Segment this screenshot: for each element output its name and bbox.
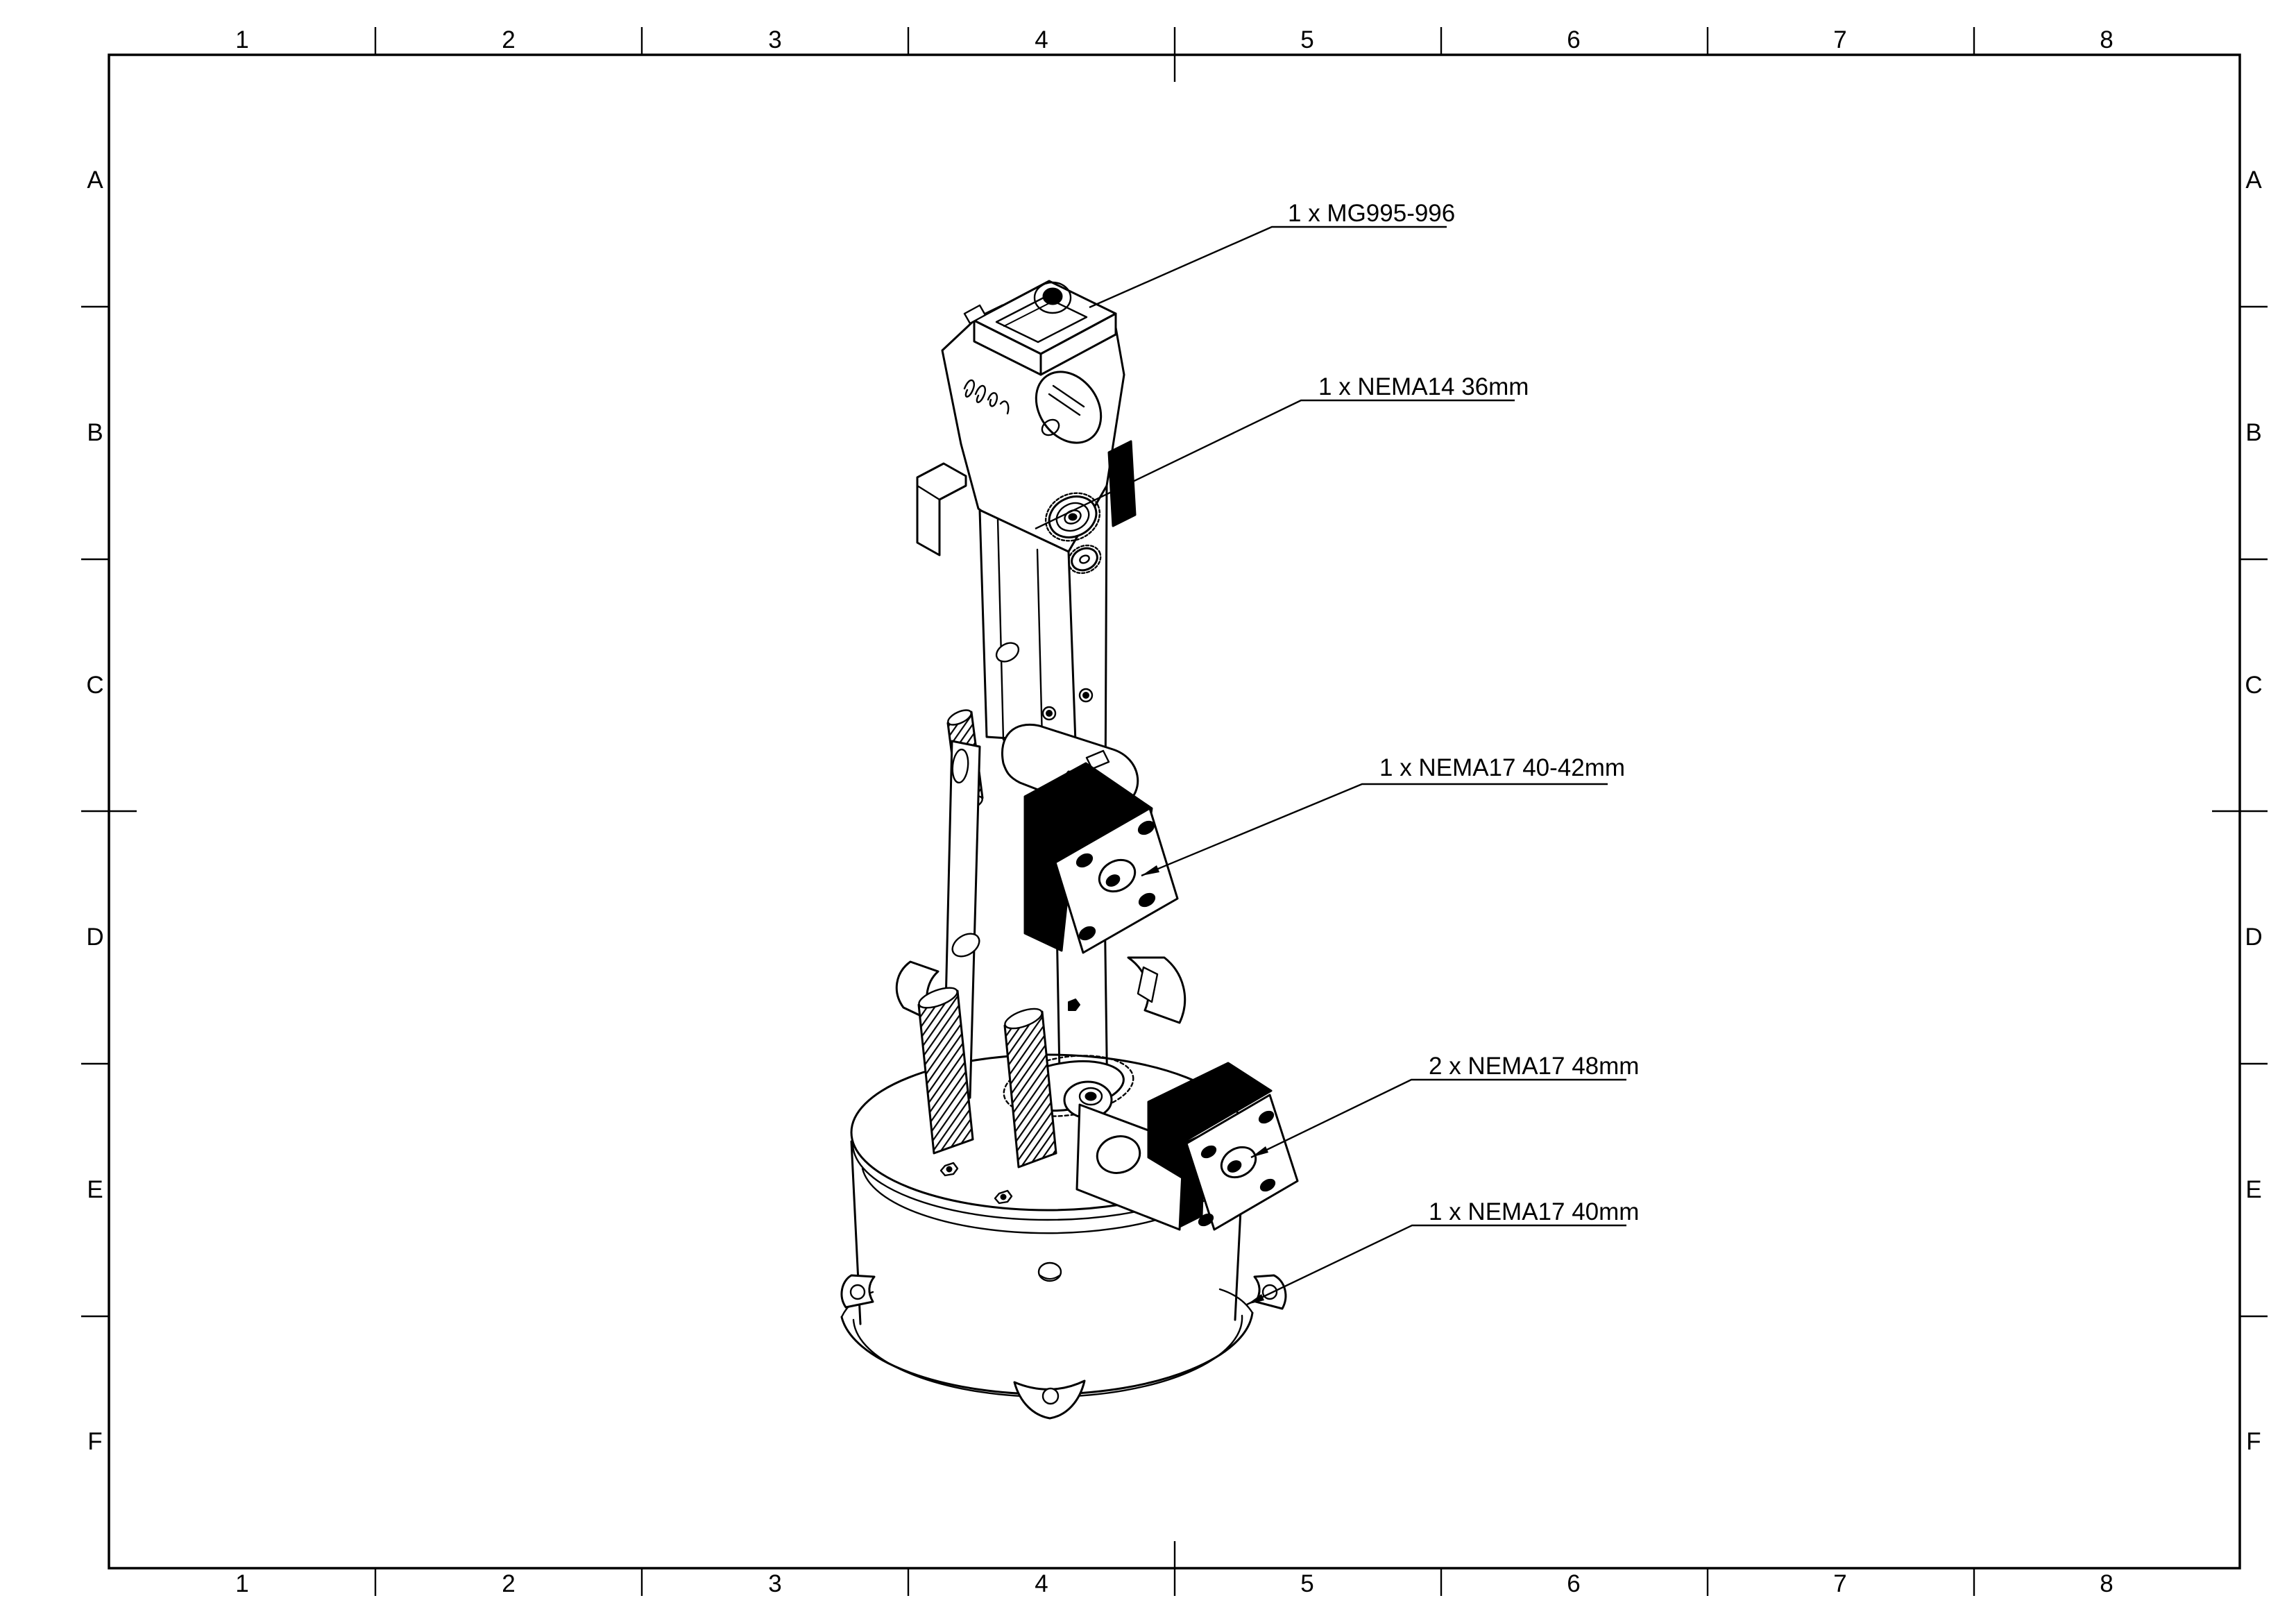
grid-col-label-bottom: 5	[1300, 1570, 1314, 1597]
grid-col-label-bottom: 3	[768, 1570, 782, 1597]
grid-row-label-left: A	[87, 167, 103, 194]
grid-row-label-right: D	[2245, 924, 2263, 951]
grid-col-label-top: 6	[1567, 26, 1581, 53]
nema17-base-motor	[1147, 1062, 1299, 1231]
grid-col-label-top: 8	[2100, 26, 2114, 53]
leader-nema17-40-42	[1141, 783, 1608, 877]
grid-row-label-right: E	[2245, 1176, 2262, 1203]
grid-row-label-right: B	[2245, 419, 2262, 446]
grid-row-label-left: D	[86, 924, 104, 951]
grid-col-label-top: 2	[502, 26, 516, 53]
servo-motor-drawing	[963, 280, 1117, 376]
leader-mg995	[1089, 226, 1447, 309]
grid-col-label-bottom: 4	[1035, 1570, 1048, 1597]
leader-arrowhead	[1141, 865, 1159, 876]
grid-row-label-right: F	[2246, 1428, 2261, 1455]
grid-col-label-bottom: 8	[2100, 1570, 2114, 1597]
leader-nema17-48	[1250, 1078, 1626, 1159]
grid-col-label-top: 3	[768, 26, 782, 53]
callout-mg995-996: 1 x MG995-996	[1288, 200, 1456, 227]
leader-nema17-40	[1246, 1224, 1626, 1306]
grid-row-label-right: A	[2245, 167, 2262, 194]
grid-col-label-top: 7	[1833, 26, 1847, 53]
leader-arrowhead	[1247, 1294, 1264, 1305]
grid-row-label-left: F	[87, 1428, 103, 1455]
callout-nema14-36mm: 1 x NEMA14 36mm	[1318, 373, 1529, 400]
grid-row-label-left: C	[86, 672, 104, 699]
shoulder-straps	[895, 956, 1187, 1024]
grid-col-label-top: 1	[235, 26, 249, 53]
grid-row-label-right: C	[2245, 672, 2263, 699]
grid-row-label-left: E	[87, 1176, 103, 1203]
robot-arm-drawing	[840, 280, 1299, 1420]
grid-ticks	[81, 27, 2268, 1596]
callout-nema17-48mm: 2 x NEMA17 48mm	[1429, 1053, 1640, 1080]
grid-col-label-bottom: 1	[235, 1570, 249, 1597]
leader-arrowhead	[1251, 1146, 1268, 1157]
grid-col-label-bottom: 6	[1567, 1570, 1581, 1597]
grid-col-label-bottom: 7	[1833, 1570, 1847, 1597]
sheet-border	[108, 53, 2241, 1570]
grid-row-label-left: B	[87, 419, 103, 446]
servo-shaft	[1042, 287, 1063, 305]
callout-leaders	[1035, 226, 1626, 1306]
nema17-elbow-motor	[1023, 762, 1179, 954]
callout-nema17-40-42mm: 1 x NEMA17 40-42mm	[1379, 754, 1626, 781]
grid-col-label-top: 5	[1300, 26, 1314, 53]
grid-col-label-top: 4	[1035, 26, 1048, 53]
grid-col-label-bottom: 2	[502, 1570, 516, 1597]
callout-nema17-40mm: 1 x NEMA17 40mm	[1429, 1198, 1640, 1225]
leader-nema14-36	[1035, 399, 1515, 530]
nema14-motor-body	[1107, 440, 1137, 527]
base-mount-tabs	[840, 1274, 1287, 1420]
engraving-squiggle	[963, 379, 1010, 415]
head-bracket	[941, 304, 1125, 553]
